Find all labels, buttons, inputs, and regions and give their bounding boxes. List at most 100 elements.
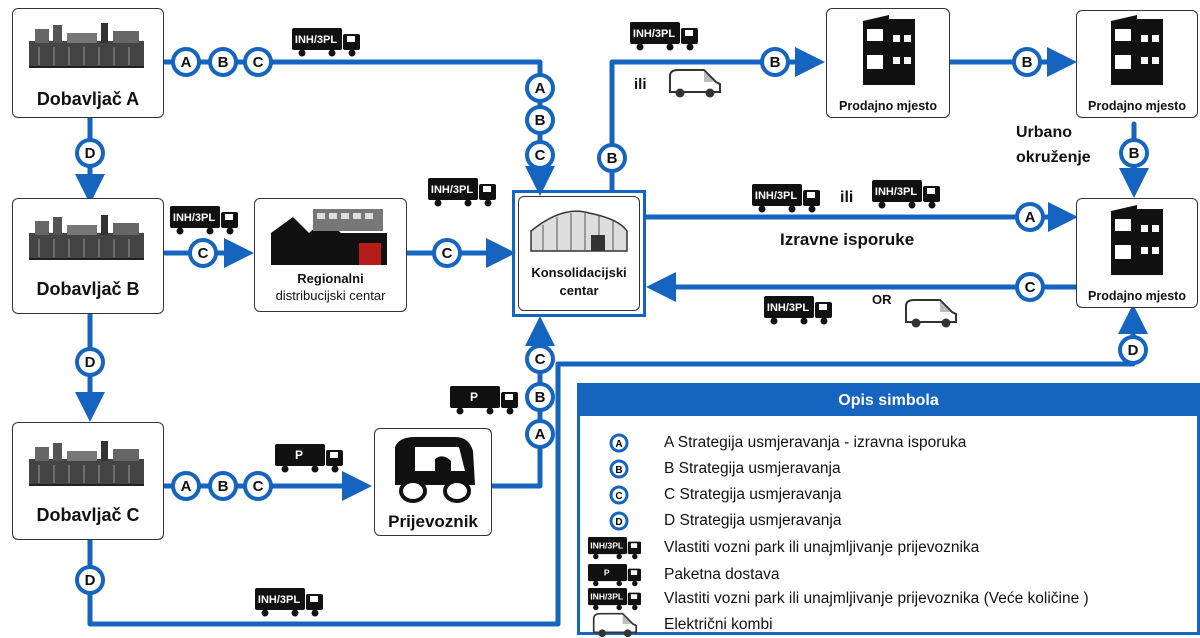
strategy-c-marker: C [1015, 272, 1045, 302]
van-icon [905, 299, 957, 329]
flow-a-to-consolidation [162, 59, 555, 196]
store-building-icon [1111, 205, 1163, 275]
strategy-symbol-icon: D [609, 511, 629, 531]
supplier-b-label: Dobavljač B [36, 279, 140, 299]
strategy-b-marker: B [1119, 138, 1149, 168]
truck-label: INH/3PL [767, 302, 809, 314]
legend-title: Opis simbola [580, 386, 1197, 416]
strategy-letter: C [253, 478, 264, 495]
strategy-letter: B [218, 54, 229, 71]
legend-row: Električni kombi [580, 612, 1197, 638]
strategy-d-marker: D [1118, 335, 1148, 365]
strategy-letter: C [442, 245, 453, 262]
truck-icon: INH/3PL [428, 178, 496, 207]
strategy-a-marker: A [171, 471, 201, 501]
strategy-letter: B [535, 389, 546, 406]
strategy-letter: C [535, 147, 546, 164]
truck-label: INH/3PL [173, 212, 215, 224]
strategy-letter: C [198, 245, 209, 262]
truck-icon: INH/3PL [752, 184, 820, 213]
urban-environment-label-1: Urbano [1016, 124, 1072, 141]
strategy-d-marker: D [75, 347, 105, 377]
truck-icon: INH/3PL [255, 588, 323, 617]
svg-text:B: B [615, 465, 622, 476]
strategy-letter: B [1129, 145, 1140, 162]
svg-text:INH/3PL: INH/3PL [590, 592, 623, 602]
strategy-b-marker: B [525, 382, 555, 412]
strategy-d-marker: D [75, 565, 105, 595]
truck-label: INH/3PL [875, 186, 917, 198]
strategy-letter: D [85, 572, 96, 589]
truck-icon: INH/3PL [292, 28, 360, 57]
consolidation-center-node: Konsolidacijski centar [518, 196, 640, 311]
supplier-b-node: Dobavljač B [12, 198, 164, 314]
retail-store-node-3: Prodajno mjesto [1076, 198, 1198, 308]
supplier-a-node: Dobavljač A [12, 8, 164, 118]
strategy-c-marker: C [243, 471, 273, 501]
consolidation-label-line1: Konsolidacijski [531, 265, 627, 280]
strategy-b-marker: B [1012, 47, 1042, 77]
supplier-c-label: Dobavljač C [36, 505, 140, 525]
truck-label: INH/3PL [295, 34, 337, 46]
svg-text:C: C [615, 491, 622, 502]
carrier-vehicle-icon [395, 437, 475, 503]
strategy-letter: A [535, 426, 546, 443]
strategy-b-marker: B [597, 143, 627, 173]
truck-label: INH/3PL [633, 28, 675, 40]
legend-row-text: D Strategija usmjeravanja [664, 512, 842, 529]
strategy-letter: B [535, 112, 546, 129]
regional-label-line2: distribucijski centar [275, 288, 386, 303]
strategy-d-marker: D [75, 138, 105, 168]
store-building-icon [863, 15, 915, 85]
regional-distribution-center-node: Regionalni distribucijski centar [254, 198, 407, 312]
truck-icon: P [450, 386, 518, 415]
strategy-letter: A [1025, 209, 1036, 226]
strategy-c-marker: C [432, 238, 462, 268]
or-label-english: OR [872, 292, 892, 307]
legend-row-text: Paketna dostava [664, 566, 780, 583]
or-label-2: ili [840, 189, 854, 206]
truck-icon: INH/3PL [872, 180, 940, 209]
svg-text:D: D [615, 517, 622, 528]
or-label-1: ili [634, 76, 647, 93]
strategy-letter: D [85, 145, 96, 162]
supplier-a-label: Dobavljač A [36, 89, 140, 109]
truck-symbol-icon: INH/3PL [588, 588, 642, 611]
strategy-b-marker: B [208, 47, 238, 77]
warehouse-tent-icon [530, 210, 628, 252]
truck-label: P [470, 390, 478, 404]
truck-label: INH/3PL [258, 594, 300, 606]
truck-label: INH/3PL [755, 190, 797, 202]
retail-store-node-1: Prodajno mjesto [826, 8, 950, 118]
truck-label: P [295, 448, 303, 462]
truck-icon: P [275, 444, 343, 473]
carrier-label: Prijevoznik [388, 512, 478, 531]
factory-icon [29, 440, 145, 486]
strategy-c-marker: C [525, 344, 555, 374]
svg-text:INH/3PL: INH/3PL [590, 541, 623, 551]
truck-label: INH/3PL [431, 184, 473, 196]
strategy-symbol-icon: C [609, 485, 629, 505]
strategy-letter: D [85, 354, 96, 371]
urban-environment-label-2: okruženje [1016, 149, 1091, 166]
electric-van-symbol-icon [592, 612, 638, 638]
strategy-letter: D [1128, 342, 1139, 359]
strategy-b-marker: B [208, 471, 238, 501]
strategy-letter: C [535, 351, 546, 368]
supplier-c-node: Dobavljač C [12, 422, 164, 540]
strategy-a-marker: A [171, 47, 201, 77]
truck-icon: INH/3PL [170, 206, 238, 235]
factory-icon [29, 214, 145, 260]
van-icon [669, 69, 721, 99]
consolidation-label-line2: centar [559, 283, 599, 298]
strategy-symbol-icon: A [609, 433, 629, 453]
strategy-c-marker: C [243, 47, 273, 77]
